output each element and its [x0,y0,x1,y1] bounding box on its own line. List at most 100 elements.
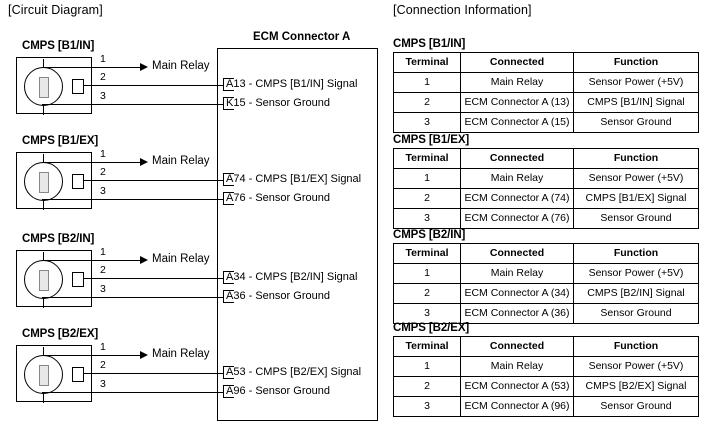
table-cell: ECM Connector A (13) [460,92,574,113]
column-header: Connected [460,336,574,357]
sensor-stub-down [43,200,45,210]
sensor-terminal-square [72,174,84,189]
table-cell: CMPS [B2/IN] Signal [573,283,699,304]
sensor-core-icon [39,172,49,193]
ecm-ground-terminal-marker [223,192,234,205]
wire-pin2-to-ecm [92,278,223,280]
pin-number-3: 3 [100,283,106,295]
relay-arrow-icon [140,351,148,359]
wire-pin2-internal [83,373,91,375]
table-cell: 1 [393,168,461,189]
table-cell: Sensor Ground [573,112,699,133]
wire-pin3-to-ecm [92,297,223,299]
wire-pin1-internal [42,162,91,164]
sensor-stub-up [43,347,45,356]
wire-pin3-internal [42,392,91,394]
table-cell: 3 [393,112,461,133]
wire-pin3-internal [42,297,91,299]
pin-number-2: 2 [100,264,106,276]
wire-pin2-to-ecm [92,373,223,375]
table-cell: Main Relay [460,356,574,377]
wire-pin3-internal [42,104,91,106]
pin-number-3: 3 [100,378,106,390]
table-cell: ECM Connector A (15) [460,112,574,133]
sensor-oval-icon [24,260,63,299]
sensor-label: CMPS [B2/IN] [22,233,95,245]
sensor-terminal-square [72,79,84,94]
pin-number-3: 3 [100,185,106,197]
column-header: Terminal [393,148,461,169]
table-cell: Sensor Power (+5V) [573,263,699,284]
table-cell: ECM Connector A (74) [460,188,574,209]
column-header: Function [573,52,699,73]
table-cell: 2 [393,376,461,397]
table-cell: ECM Connector A (34) [460,283,574,304]
column-header: Connected [460,52,574,73]
table-cell: CMPS [B1/IN] Signal [573,92,699,113]
main-relay-label: Main Relay [152,348,210,360]
table-cell: 2 [393,188,461,209]
ecm-signal-terminal-marker [223,366,234,379]
table-cell: Main Relay [460,72,574,93]
relay-arrow-icon [140,256,148,264]
sensor-body [16,152,92,210]
ecm-signal-terminal-marker [223,173,234,186]
sensor-stub-down [43,298,45,308]
sensor-label: CMPS [B1/IN] [22,40,95,52]
sensor-label: CMPS [B1/EX] [22,135,99,147]
main-relay-label: Main Relay [152,60,210,72]
sensor-stub-down [43,105,45,115]
main-relay-label: Main Relay [152,253,210,265]
sensor-stub-up [43,252,45,261]
connection-information-caption: [Connection Information] [393,3,532,17]
table-cell: 2 [393,92,461,113]
ecm-ground-terminal-label: A96 - Sensor Ground [226,385,330,397]
wire-pin2-internal [83,180,91,182]
wire-pin3-internal [42,199,91,201]
pin-number-2: 2 [100,71,106,83]
sensor-label: CMPS [B2/EX] [22,328,99,340]
column-header: Function [573,243,699,264]
wire-pin2-internal [83,85,91,87]
column-header: Terminal [393,52,461,73]
sensor-stub-down [43,393,45,403]
table-cell: Sensor Power (+5V) [573,356,699,377]
pin-number-1: 1 [100,341,106,353]
sensor-core-icon [39,77,49,98]
wire-pin1-to-relay [92,162,140,164]
pin-number-1: 1 [100,246,106,258]
table-cell: 2 [393,283,461,304]
wire-pin3-to-ecm [92,199,223,201]
pin-number-2: 2 [100,166,106,178]
sensor-body [16,250,92,308]
main-relay-label: Main Relay [152,155,210,167]
ecm-ground-terminal-label: A36 - Sensor Ground [226,290,330,302]
sensor-core-icon [39,270,49,291]
table-title-3: CMPS [B2/IN] [393,229,466,241]
wire-pin3-to-ecm [92,104,223,106]
wire-pin2-internal [83,278,91,280]
sensor-oval-icon [24,162,63,201]
relay-arrow-icon [140,63,148,71]
pin-number-2: 2 [100,359,106,371]
ecm-signal-terminal-marker [223,78,234,91]
ecm-signal-terminal-label: A74 - CMPS [B1/EX] Signal [226,173,362,185]
wire-pin1-to-relay [92,260,140,262]
circuit-diagram-panel: [Circuit Diagram] ECM Connector A CMPS [… [8,3,378,421]
ecm-ground-terminal-marker [223,97,234,110]
sensor-stub-up [43,59,45,68]
table-title-4: CMPS [B2/EX] [393,322,470,334]
table-cell: 1 [393,263,461,284]
ecm-ground-terminal-marker [223,290,234,303]
